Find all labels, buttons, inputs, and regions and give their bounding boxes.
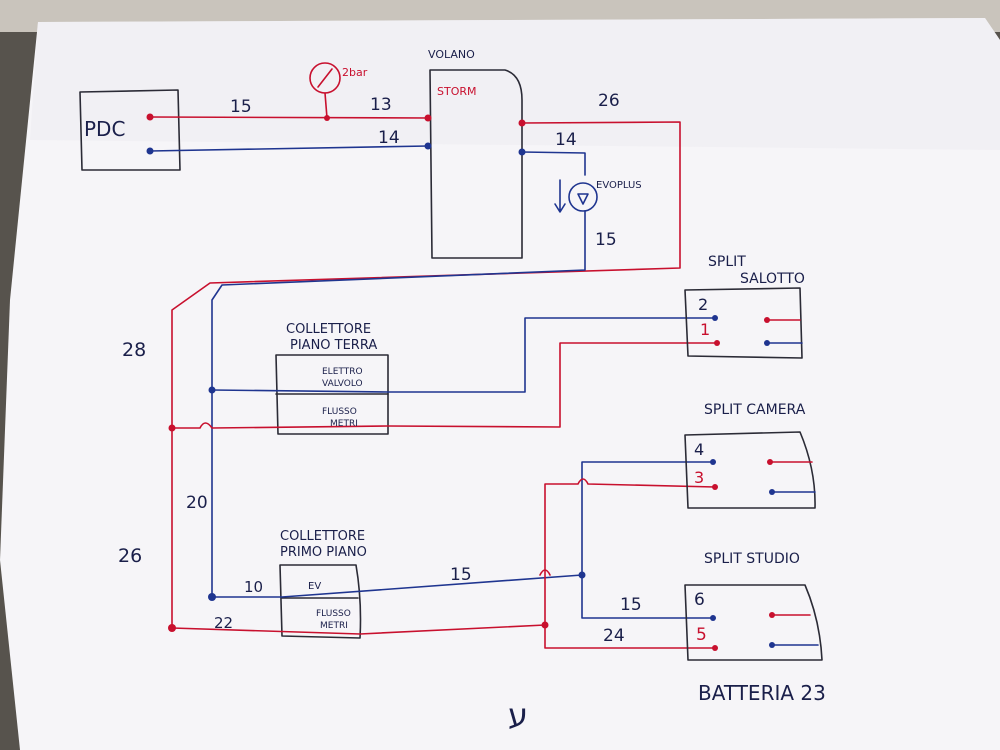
pipe-crossover <box>539 569 551 576</box>
label-14-pump: 14 <box>555 130 577 150</box>
flussometri-pt-label-1: FLUSSO <box>322 407 357 417</box>
volano-label-bottom: STORM <box>437 85 477 98</box>
port-camera-4: 4 <box>694 440 704 459</box>
pipe-pp-red-studio <box>544 624 716 649</box>
label-14-pdc: 14 <box>378 128 400 148</box>
dot-studio-out-red <box>769 612 775 618</box>
label-20: 20 <box>186 493 208 513</box>
split-camera-box <box>684 431 816 509</box>
pump-label: EVOPLUS <box>596 180 642 191</box>
pipe-to-pump <box>521 151 586 176</box>
batteria-label: BATTERIA 23 <box>698 681 826 705</box>
dot-salotto-out-blue <box>764 340 770 346</box>
flussometri-pp-label-2: METRI <box>320 621 348 631</box>
label-26-top: 26 <box>598 91 620 111</box>
dot-studio-5 <box>712 645 718 651</box>
collettore-pp-label-2: PRIMO PIANO <box>280 545 367 560</box>
split-salotto-box <box>684 287 803 359</box>
dot-junction-blue-right <box>578 571 586 579</box>
port-studio-6: 6 <box>694 590 705 610</box>
dot-junction-blue-pt <box>208 386 216 394</box>
label-28-left: 28 <box>122 339 146 361</box>
port-salotto-2: 2 <box>698 295 708 314</box>
dot-salotto-2 <box>712 315 718 321</box>
scribble-mark: ע <box>508 696 528 734</box>
split-salotto-label-2: SALOTTO <box>740 271 805 287</box>
pipe-pdc-return <box>149 145 429 152</box>
dot-junction-red-pp <box>168 624 176 632</box>
pressure-gauge-stem <box>324 92 328 119</box>
label-15-studio: 15 <box>620 595 642 615</box>
label-26-left: 26 <box>118 545 142 567</box>
pipe-pt-red <box>171 342 716 429</box>
pipe-pp-red <box>171 478 716 635</box>
pdc-label: PDC <box>84 117 125 141</box>
pressure-gauge-label: 2bar <box>342 66 368 79</box>
pipe-main-blue <box>211 210 586 598</box>
paper-sheet <box>0 18 1000 750</box>
label-24: 24 <box>603 626 625 646</box>
collettore-pp-label-1: COLLETTORE <box>280 529 365 544</box>
component-labels: PDC VOLANO STORM 2bar EVOPLUS SPLIT SALO… <box>84 48 826 705</box>
flussometri-pt-label-2: METRI <box>330 419 358 429</box>
dot-camera-4 <box>710 459 716 465</box>
split-salotto-label-1: SPLIT <box>708 254 746 270</box>
dot-salotto-out-red <box>764 317 770 323</box>
port-studio-5: 5 <box>696 625 707 645</box>
label-15-mid: 15 <box>450 565 472 585</box>
label-10: 10 <box>244 578 263 596</box>
dot-studio-out-blue <box>769 642 775 648</box>
dot-pdc-red <box>146 113 154 121</box>
pipe-pt-blue <box>211 317 716 393</box>
volano-tank <box>429 69 523 259</box>
dot-studio-6 <box>710 615 716 621</box>
pipe-pp-blue-studio <box>581 574 716 619</box>
dot-pdc-blue <box>146 147 154 155</box>
pipe-pdc-flow <box>149 116 431 119</box>
dot-volano-in-blue <box>424 142 432 150</box>
pipe-main-red <box>171 121 681 629</box>
collettore-pt-box <box>275 354 389 435</box>
dot-junction-red-right <box>541 621 549 629</box>
volano-label-top: VOLANO <box>428 48 475 61</box>
label-15-pump: 15 <box>595 230 617 250</box>
pump-triangle <box>577 193 589 205</box>
dot-camera-out-red <box>767 459 773 465</box>
connection-dots <box>146 113 775 651</box>
dot-junction-blue-pp <box>208 593 216 601</box>
label-15-top: 15 <box>230 97 252 117</box>
pressure-gauge-needle <box>317 68 333 88</box>
label-13: 13 <box>370 95 392 115</box>
dot-salotto-1 <box>714 340 720 346</box>
dot-volano-out-red <box>518 119 526 127</box>
label-22: 22 <box>214 614 233 632</box>
port-camera-3: 3 <box>694 468 704 487</box>
pipe-labels: 15 13 14 26 14 15 28 26 20 10 22 15 15 2… <box>118 91 710 734</box>
pump-arrow <box>554 179 566 213</box>
elettrovalvola-label-2: VALVOLO <box>322 379 363 389</box>
flussometri-pp-label-1: FLUSSO <box>316 609 351 619</box>
split-camera-label: SPLIT CAMERA <box>704 402 806 418</box>
elettrovalvola-label-1: ELETTRO <box>322 367 363 377</box>
split-studio-label: SPLIT STUDIO <box>704 551 800 567</box>
dot-junction-red-pt <box>168 424 176 432</box>
collettore-pt-label-1: COLLETTORE <box>286 322 371 337</box>
split-studio-box <box>684 584 823 661</box>
pdc-box <box>79 89 181 171</box>
collettore-pt-label-2: PIANO TERRA <box>290 338 377 353</box>
port-salotto-1: 1 <box>700 320 710 339</box>
pump-circle <box>568 182 598 212</box>
dot-camera-out-blue <box>769 489 775 495</box>
dot-volano-out-blue <box>518 148 526 156</box>
dot-gauge <box>324 115 330 121</box>
collettore-pp-box <box>279 564 362 639</box>
dot-camera-3 <box>712 484 718 490</box>
dot-volano-in-red <box>424 114 432 122</box>
ev-label: EV <box>308 581 321 592</box>
